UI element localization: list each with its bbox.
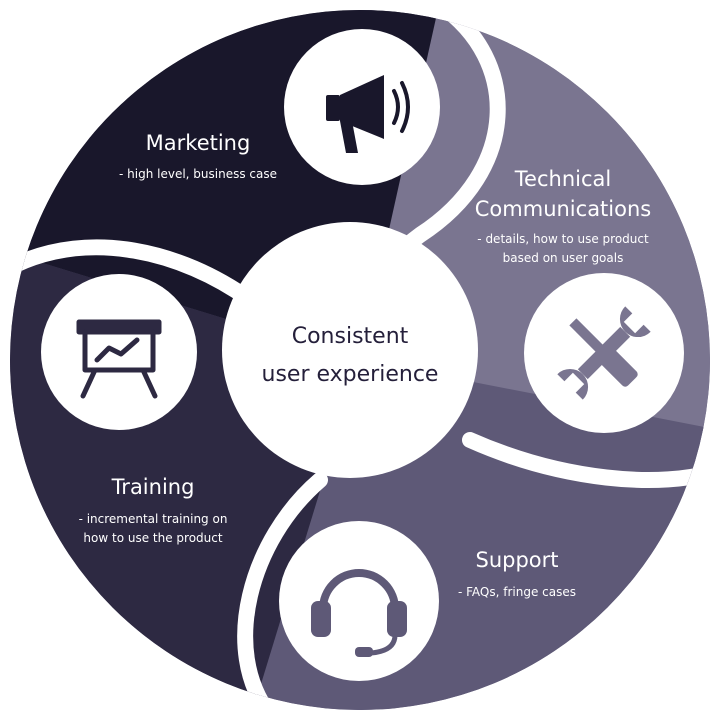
presentation-board-icon xyxy=(76,319,162,399)
segment-description: - FAQs, fringe cases xyxy=(458,585,576,599)
segment-description: - high level, business case xyxy=(119,167,277,181)
segment-description: how to use the product xyxy=(83,531,222,545)
segment-title: Communications xyxy=(475,197,651,221)
segment-title: Support xyxy=(475,548,558,572)
center-title-line2: user experience xyxy=(262,362,439,387)
label-marketing: Marketing - high level, business case xyxy=(119,131,277,181)
center-circle xyxy=(222,222,478,478)
label-support: Support - FAQs, fringe cases xyxy=(458,548,576,599)
label-technical-communications: Technical Communications - details, how … xyxy=(475,167,651,265)
headset-icon xyxy=(311,569,407,657)
support-icon-badge xyxy=(279,521,439,681)
technical-icon-badge xyxy=(524,273,684,433)
segment-description: - details, how to use product xyxy=(477,232,649,246)
wrench-screwdriver-icon xyxy=(557,306,651,400)
center-title-line1: Consistent xyxy=(292,324,409,349)
segment-description: based on user goals xyxy=(503,251,624,265)
segment-description: - incremental training on xyxy=(79,512,228,526)
training-icon-badge xyxy=(41,274,197,430)
segment-title: Marketing xyxy=(146,131,251,155)
segment-title: Technical xyxy=(514,167,611,191)
megaphone-icon xyxy=(326,75,410,153)
label-training: Training - incremental training on how t… xyxy=(79,475,228,545)
segment-title: Training xyxy=(111,475,195,499)
marketing-icon-badge xyxy=(284,29,440,185)
